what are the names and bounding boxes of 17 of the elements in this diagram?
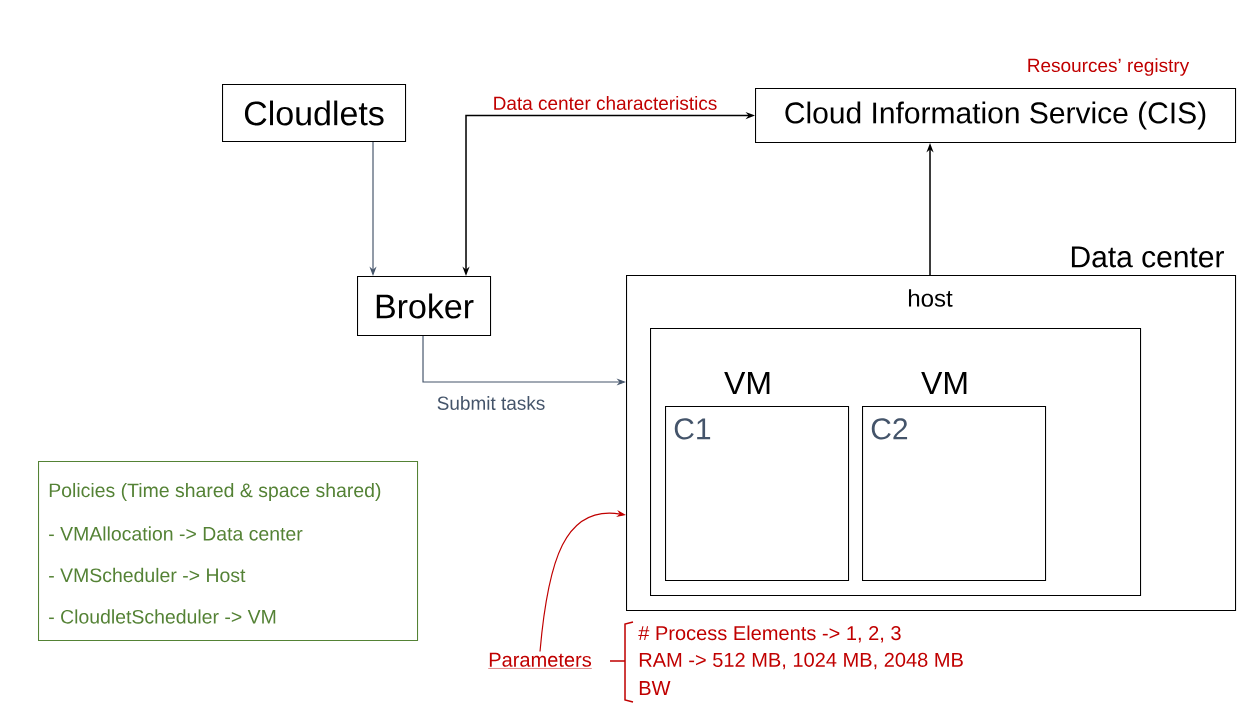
parameter-text: RAM -> 512 MB, 1024 MB, 2048 MB <box>639 652 963 670</box>
vm-box: VM C1 <box>665 372 850 582</box>
vm-box: VM C2 <box>862 372 1047 582</box>
node-label: VM <box>921 372 967 395</box>
component-box: Cloud Information Service (CIS) <box>755 88 1237 144</box>
node-label: Data center <box>1071 246 1224 268</box>
parameters-text: Parameters <box>488 652 592 669</box>
node-label: host <box>908 289 953 307</box>
node-label: VM <box>724 372 770 395</box>
edge-label: Submit tasks <box>435 394 547 412</box>
edge-label: Data center characteristics <box>491 94 719 112</box>
policy-box: Policies (Time shared & space shared) - VMAllocation -> Data center - VMScheduler -> Host - CloudletScheduler -> VM <box>38 461 419 642</box>
parameter-text: BW <box>639 681 671 695</box>
component-box: Broker <box>357 276 492 337</box>
component-box: Cloudlets <box>222 84 407 143</box>
note-text: Resources’ registry <box>1028 58 1190 76</box>
parameter-text: # Process Elements -> 1, 2, 3 <box>638 625 901 643</box>
